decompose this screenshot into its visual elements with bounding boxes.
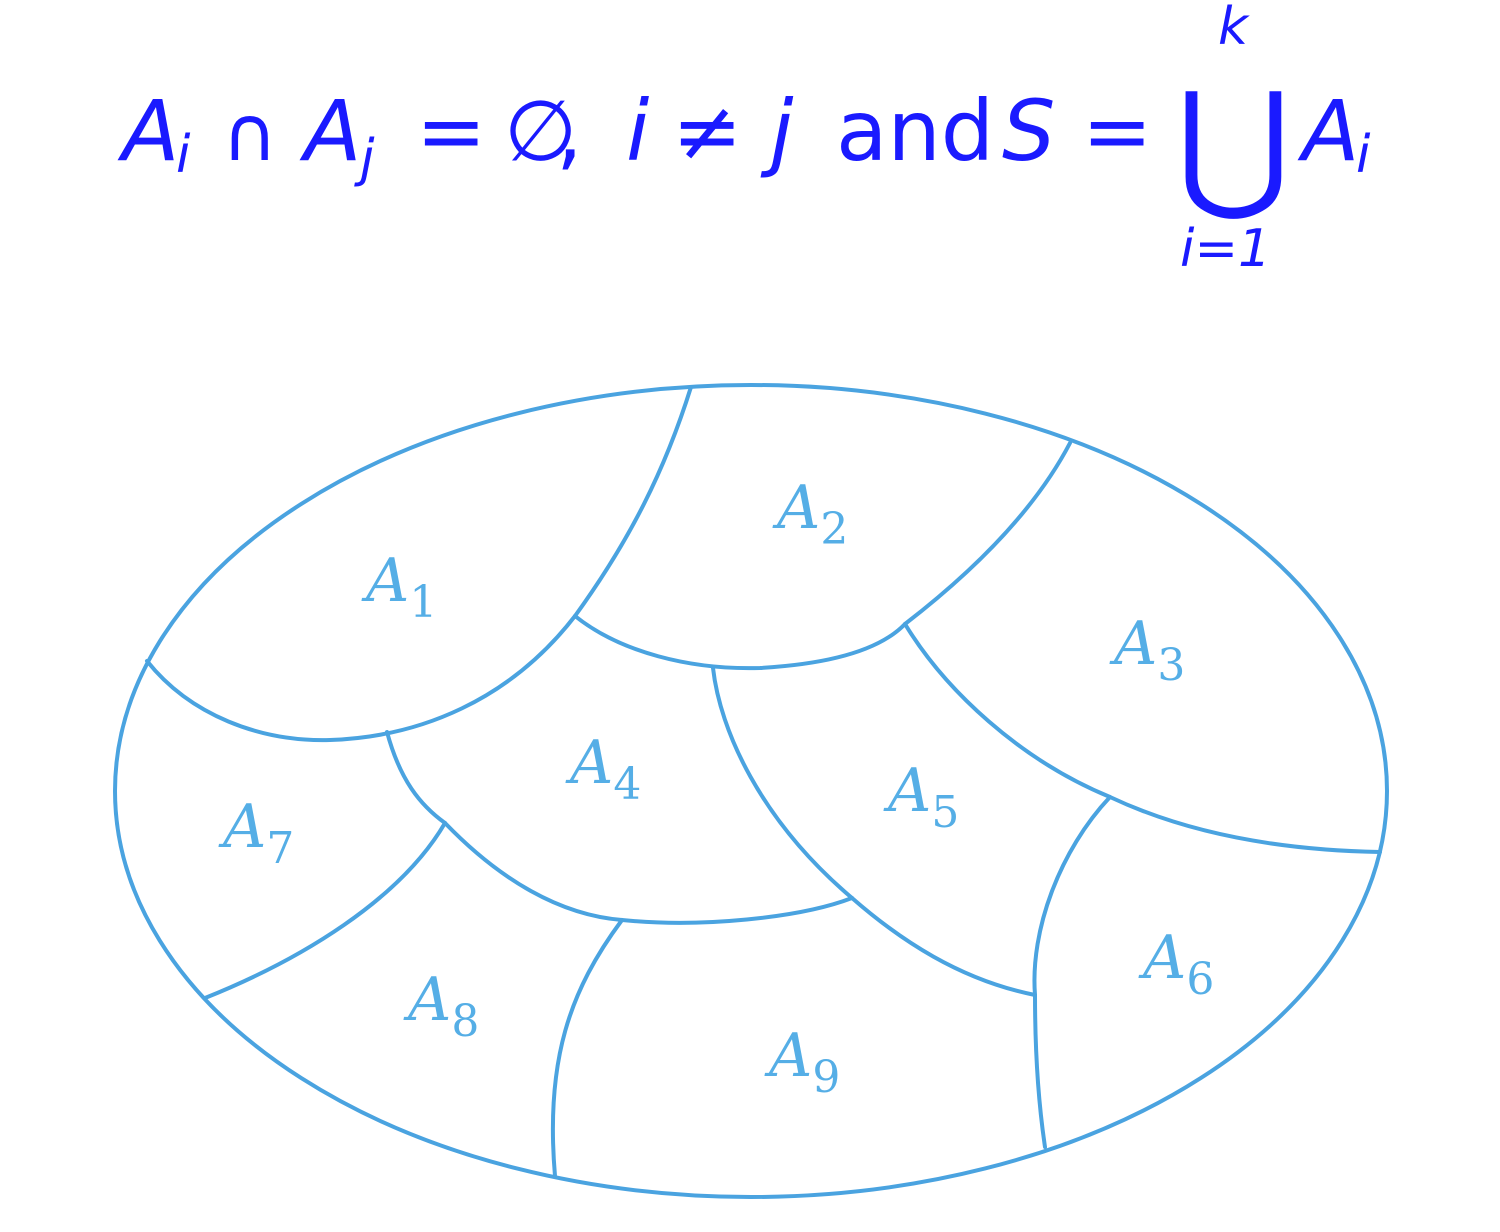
region-label-a9: A9 — [764, 1021, 840, 1103]
formula-comma: , — [556, 82, 583, 180]
formula-equals-1: = — [416, 82, 486, 180]
formula-equals-2: = — [1082, 82, 1152, 180]
formula-lower-limit: i=1 — [1180, 219, 1271, 279]
partition-formula: A i ∩ A j = ∅ , i ≠ j and S = k ⋃ i=1 A … — [117, 0, 1371, 279]
region-label-a8: A8 — [403, 965, 479, 1047]
region-label-a4: A4 — [565, 728, 641, 810]
region-label-a3: A3 — [1109, 609, 1185, 691]
formula-and: and — [836, 82, 994, 180]
boundary-a5-lower — [850, 896, 1037, 997]
formula-s: S — [1002, 82, 1055, 180]
region-label-a1: A1 — [361, 546, 437, 628]
partition-diagram: A1 A2 A3 A4 A5 A6 A7 A8 A9 — [113, 383, 1389, 1199]
boundary-a4-a5 — [711, 666, 854, 900]
formula-i: i — [626, 82, 649, 180]
formula-a-1: A — [117, 82, 179, 180]
region-label-a5: A5 — [883, 756, 959, 838]
formula-sub-j-1: j — [354, 129, 375, 189]
formula-a-2: A — [299, 82, 361, 180]
boundary-a4-a7 — [385, 730, 447, 825]
boundary-a5-a6 — [1032, 795, 1112, 1149]
region-label-a2: A2 — [772, 473, 848, 555]
region-label-a6: A6 — [1138, 923, 1214, 1005]
formula-sub-i-1: i — [176, 125, 191, 185]
formula-big-union: ⋃ — [1176, 63, 1291, 226]
formula-sub-i-2: i — [1356, 125, 1371, 185]
region-label-a7: A7 — [218, 792, 294, 874]
formula-upper-limit: k — [1218, 0, 1250, 57]
boundary-a2-lower — [573, 614, 907, 671]
formula-empty-set: ∅ — [504, 82, 577, 180]
boundary-a2-a3 — [903, 441, 1072, 626]
boundary-a8-a9 — [550, 918, 624, 1178]
formula-intersection-symbol: ∩ — [222, 89, 278, 178]
formula-j: j — [760, 82, 794, 180]
formula-not-equal: ≠ — [672, 82, 742, 180]
formula-a-3: A — [1297, 82, 1359, 180]
boundary-a1-a2 — [573, 385, 693, 618]
boundary-a7-a8 — [203, 821, 447, 1000]
boundary-a1-lower — [145, 614, 577, 743]
sample-space-outline — [113, 383, 1389, 1199]
